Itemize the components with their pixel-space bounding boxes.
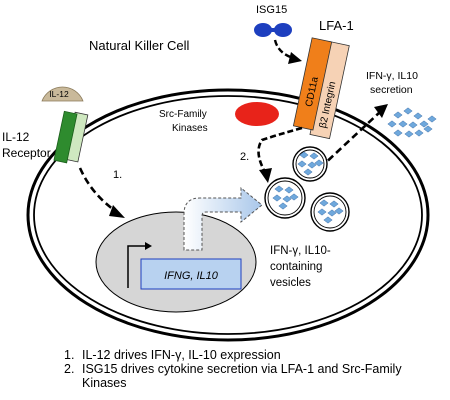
lfa1-receptor: CD11a β2 Integrin: [292, 37, 350, 140]
cytokine-diamond: [404, 130, 414, 138]
cytokine-diamond: [398, 120, 408, 128]
isg15-label: ISG15: [256, 4, 287, 16]
caption-number: 1.: [64, 348, 75, 362]
cytokine-diamond: [403, 107, 413, 115]
caption-item-2: 2. ISG15 drives cytokine secretion via L…: [64, 362, 444, 390]
cytokine-diamond: [393, 129, 403, 137]
pathway-2-arrowhead: [259, 168, 272, 183]
isg15-domain-left: [254, 23, 272, 37]
il12-ligand-label: IL-12: [49, 89, 69, 99]
gene-box: [140, 258, 242, 290]
vesicle: [310, 192, 350, 232]
caption-text: IL-12 drives IFN-γ, IL-10 expression: [82, 348, 281, 362]
caption-text: ISG15 drives cytokine secretion via LFA-…: [82, 362, 402, 390]
il12-receptor-label-1: IL-12: [2, 130, 30, 144]
secretion-label-1: IFN-γ, IL10: [366, 70, 418, 82]
cell-label: Natural Killer Cell: [89, 38, 190, 53]
figure-caption: 1. IL-12 drives IFN-γ, IL-10 expression …: [64, 348, 444, 390]
pathway-1-arrow: [78, 167, 118, 214]
lfa1-cd11a: [292, 37, 333, 131]
cell-membrane-inner: [33, 95, 423, 335]
gene-label: IFNG, IL10: [164, 270, 219, 282]
il12-ligand: [41, 86, 84, 102]
vesicles-label-1: IFN-γ, IL10-: [270, 245, 331, 257]
cytokine-diamond: [408, 121, 418, 129]
caption-number: 2.: [64, 362, 75, 376]
secretion-label-2: secretion: [370, 84, 413, 96]
vesicle: [264, 177, 306, 219]
vesicles-label-2: containing: [270, 261, 322, 273]
cytokine-diamond: [423, 125, 433, 133]
src-kinase: [235, 102, 279, 126]
isg15-domain-right: [274, 23, 292, 37]
caption-item-1: 1. IL-12 drives IFN-γ, IL-10 expression: [64, 348, 444, 362]
vesicle: [292, 146, 328, 182]
cytokine-diamond: [393, 111, 403, 119]
cytokine-diamond: [413, 112, 423, 120]
src-kinase-label-1: Src-Family: [159, 109, 207, 120]
step-1-label: 1.: [113, 169, 122, 181]
il12-receptor-label-2: Receptor: [2, 146, 51, 160]
isg15-arrowhead: [288, 52, 302, 64]
isg15-arrow: [273, 39, 294, 60]
expression-arrow: [183, 186, 263, 251]
promoter-arrowhead: [145, 242, 152, 250]
cytokine-diamond: [419, 120, 429, 128]
cell-membrane: [26, 88, 430, 342]
cytokine-diamond: [414, 129, 424, 137]
lfa1-label: LFA-1: [319, 18, 354, 33]
isg15-linker: [268, 28, 278, 32]
secretion-arrowhead: [374, 104, 388, 118]
vesicles-label-3: vesicles: [270, 277, 311, 289]
step-2-label: 2.: [240, 151, 249, 163]
pathway-2-arrow: [257, 126, 303, 176]
il12-receptor-dark: [53, 110, 78, 164]
src-kinase-label-2: Kinases: [172, 123, 208, 134]
secretion-arrow: [319, 111, 381, 169]
pathway-1-arrowhead: [109, 205, 125, 218]
cytokine-diamond: [387, 120, 397, 128]
secreted-cytokines: [387, 107, 437, 138]
promoter-arrow: [127, 245, 145, 288]
cytokine-diamond: [427, 115, 437, 123]
